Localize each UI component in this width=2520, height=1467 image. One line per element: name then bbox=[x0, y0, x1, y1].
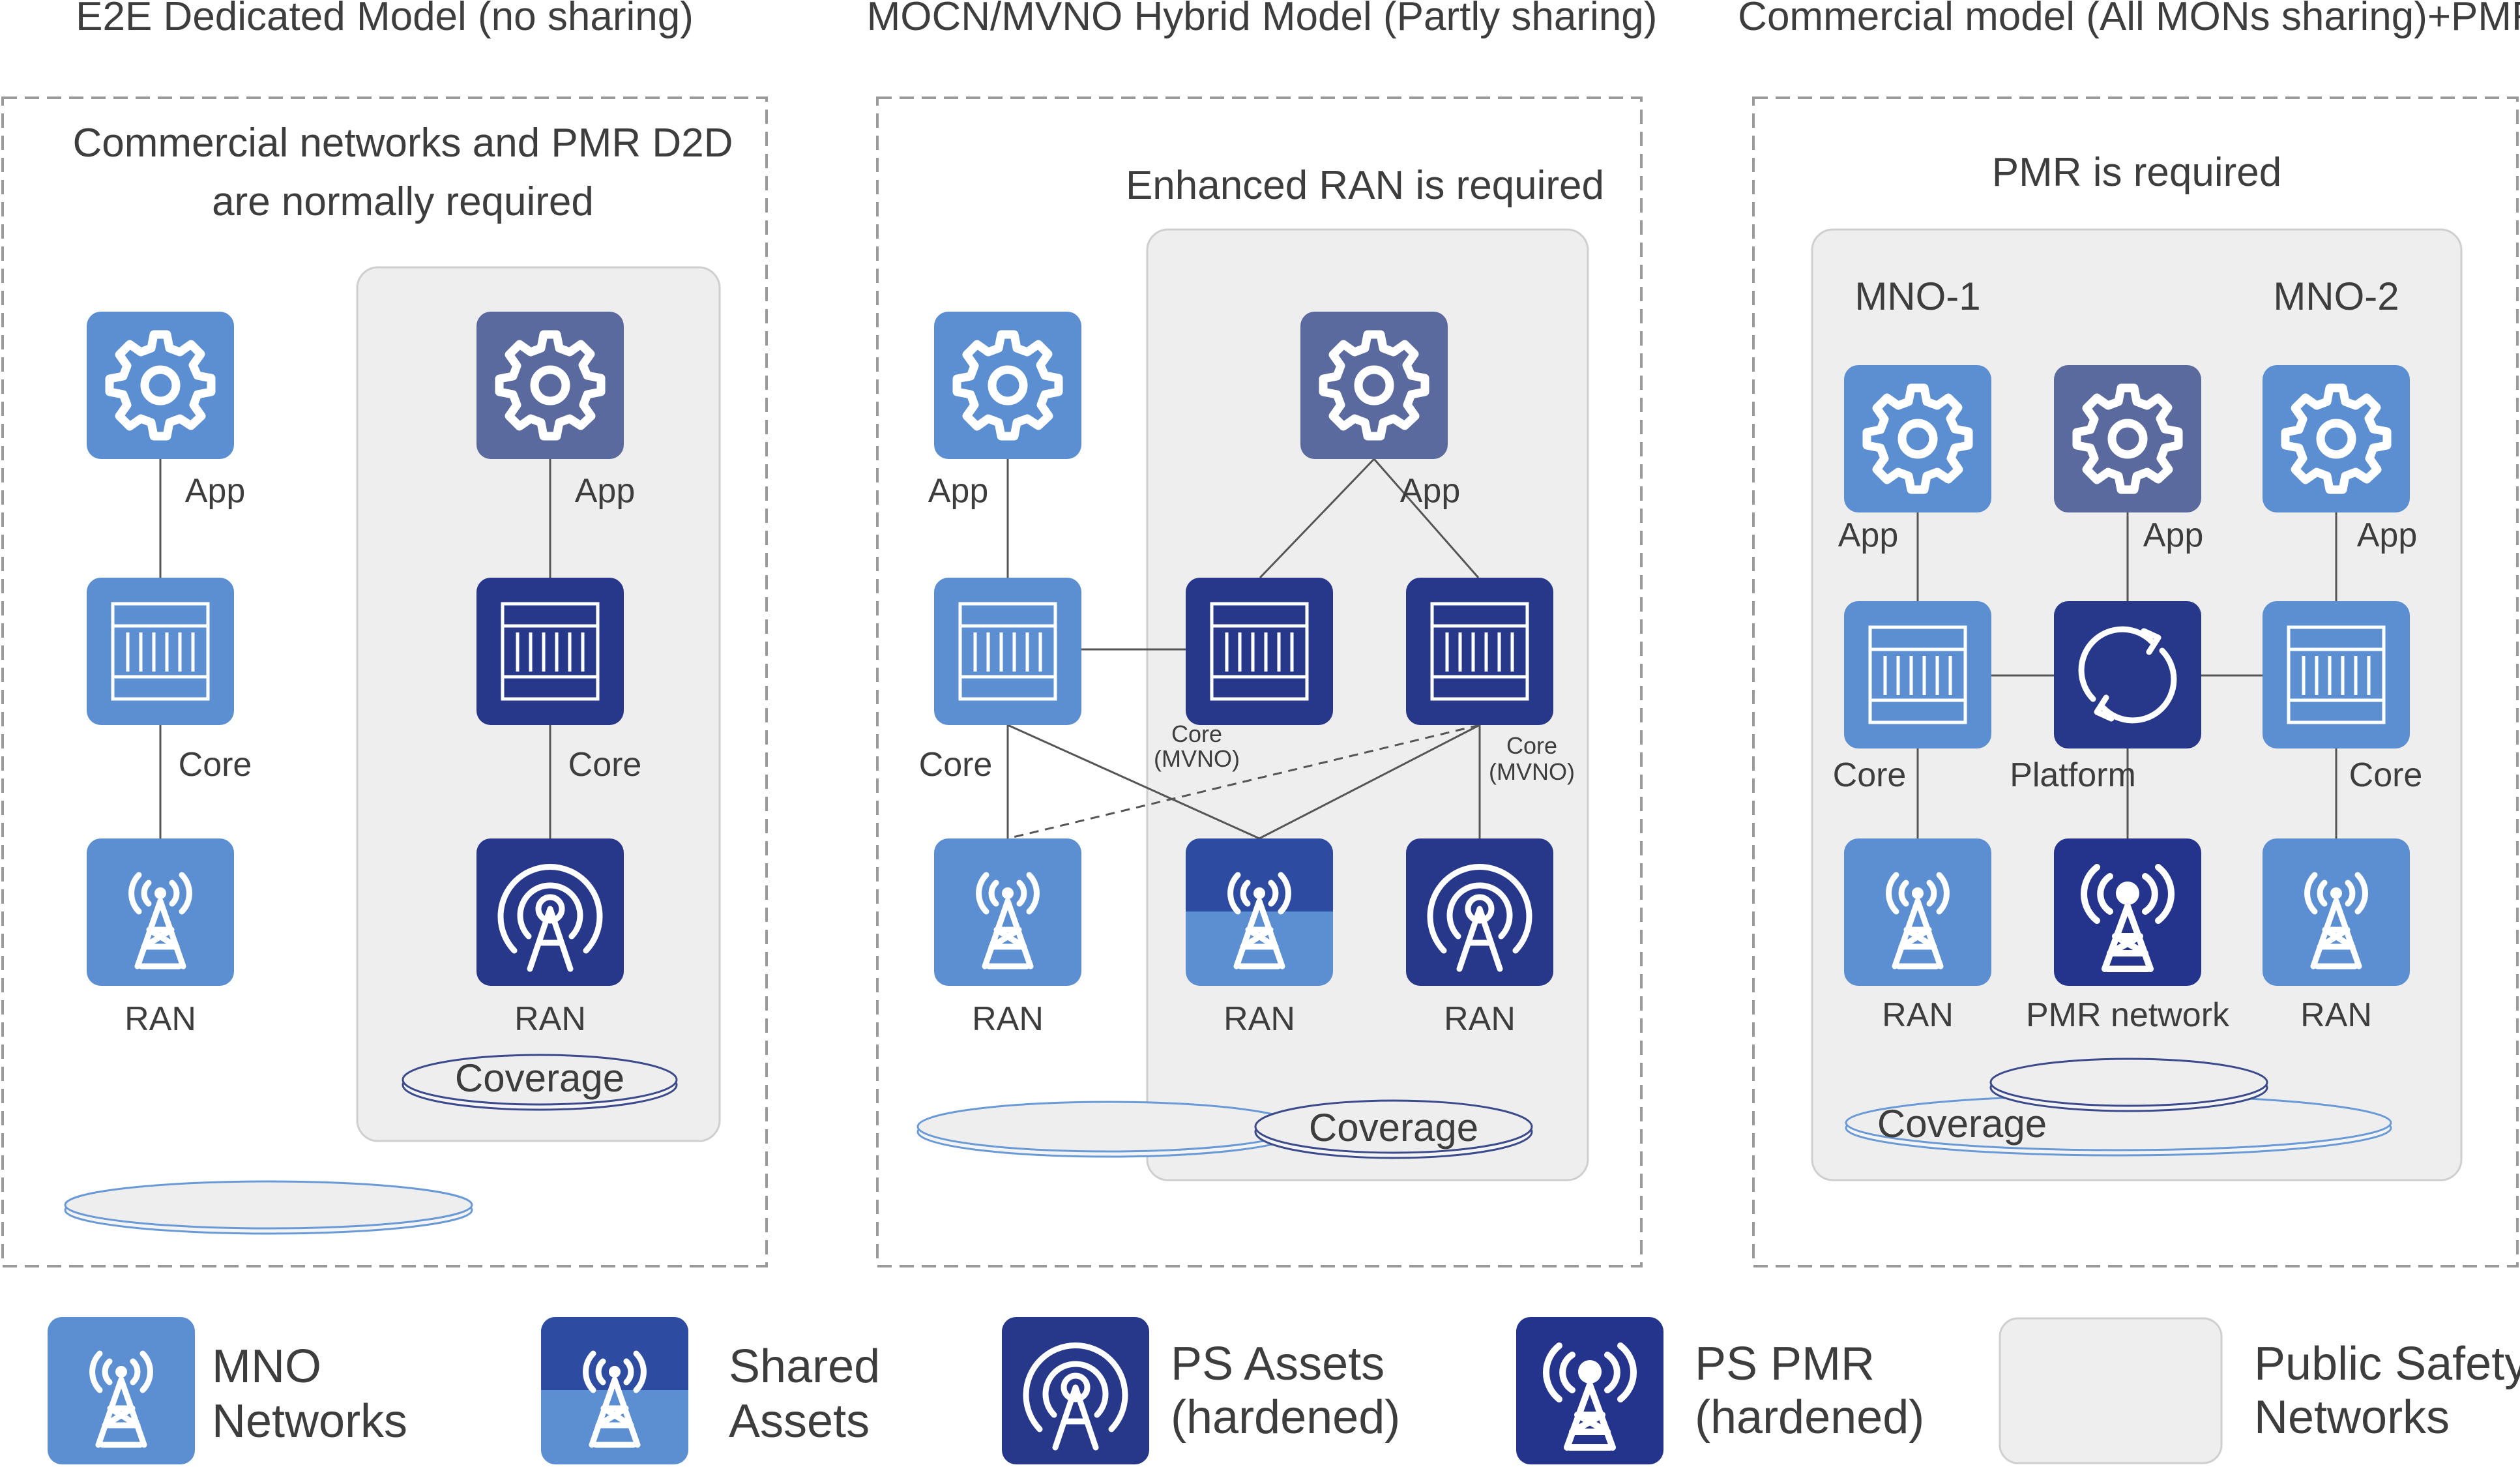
panel-2-ps-app-gear-icon bbox=[1300, 312, 1448, 459]
panel-3-label-core-1: Core bbox=[1833, 756, 1907, 794]
panel-3-label-ps-app: App bbox=[2143, 516, 2204, 554]
legend-shared-assets-icon bbox=[541, 1317, 688, 1464]
panel-1-label-core: Core bbox=[179, 746, 252, 784]
panel-2-label-core-mvno-2: Core bbox=[1506, 732, 1557, 759]
panel-3-pmr-coverage-disc bbox=[1989, 1058, 2268, 1112]
panel-3-label-ran-2: RAN bbox=[2300, 996, 2372, 1034]
panel-2-coverage-label: Coverage bbox=[1309, 1106, 1478, 1149]
panel-2-ps-coverage-disc bbox=[1254, 1099, 1533, 1159]
panel-1-label-ran: RAN bbox=[125, 1000, 196, 1038]
legend-ps-pmr-icon bbox=[1516, 1317, 1663, 1464]
legend-shared-label-1: Shared bbox=[729, 1341, 880, 1393]
panel-2-ps-ran-broadcast-icon bbox=[1406, 838, 1553, 986]
panel-2-frame bbox=[876, 96, 1643, 1267]
panel-3-mno-2-ran-tower-icon bbox=[2263, 838, 2410, 986]
panel-1-title: E2E Dedicated Model (no sharing) bbox=[76, 0, 694, 39]
panel-2-label-shared-ran: RAN bbox=[1223, 1000, 1295, 1038]
panel-3-title: Commercial model (All MONs sharing)+PMR bbox=[1738, 0, 2520, 39]
panel-2-mno-ran-tower-icon bbox=[934, 838, 1081, 986]
panel-2-label-ran: RAN bbox=[972, 1000, 1044, 1038]
panel-1-ps-app-gear-icon bbox=[476, 312, 624, 459]
legend-mno-label-2: Networks bbox=[212, 1395, 407, 1447]
legend-public-safety-label-2: Networks bbox=[2254, 1391, 2450, 1444]
panel-2-label-mvno-2: (MVNO) bbox=[1489, 758, 1575, 785]
panel-2-label-app: App bbox=[928, 472, 989, 510]
panel-3-label-ran-1: RAN bbox=[1882, 996, 1954, 1034]
panel-3-label-pmr-network: PMR network bbox=[2026, 996, 2230, 1034]
panel-3-ps-app-gear-icon bbox=[2054, 365, 2201, 512]
panel-1-coverage-label: Coverage bbox=[455, 1056, 624, 1100]
panel-3-frame bbox=[1752, 96, 2519, 1267]
panel-1-ps-ran-broadcast-icon bbox=[476, 838, 624, 986]
panel-1-frame bbox=[1, 96, 768, 1267]
panel-2-link-mvno2-ranleft bbox=[1007, 724, 1480, 840]
panel-2-mno-app-gear-icon bbox=[934, 312, 1081, 459]
panel-2-label-core-mvno-1: Core bbox=[1171, 720, 1222, 747]
legend-ps-assets-label-1: PS Assets bbox=[1171, 1338, 1385, 1390]
panel-1-mno-ran-tower-icon bbox=[87, 838, 234, 986]
panel-3-mno-1-core-server-icon bbox=[1844, 601, 1991, 748]
panel-3-mno-coverage-disc bbox=[1845, 1094, 2392, 1157]
panel-1-ps-coverage-disc bbox=[402, 1054, 678, 1111]
panel-2-title: MOCN/MVNO Hybrid Model (Partly sharing) bbox=[867, 0, 1658, 39]
panel-2-mno-core-server-icon bbox=[934, 578, 1081, 725]
legend-ps-pmr-label-2: (hardened) bbox=[1695, 1391, 1924, 1444]
panel-2-subtitle: Enhanced RAN is required bbox=[1126, 163, 1604, 208]
panel-2-label-core: Core bbox=[919, 746, 993, 784]
panel-3-mno-2-label: MNO-2 bbox=[2273, 274, 2399, 318]
panel-3-pmr-tower-icon bbox=[2054, 838, 2201, 986]
panel-2-link-core-ranmid bbox=[1007, 724, 1260, 840]
panel-1-label-app: App bbox=[185, 472, 246, 510]
panel-3-platform-sync-icon bbox=[2054, 601, 2201, 748]
panel-3-label-app-1: App bbox=[1838, 516, 1899, 554]
panel-2-link-mvno2-ranmid bbox=[1259, 724, 1480, 840]
panel-2-mvno-core-1-icon bbox=[1186, 578, 1333, 725]
panel-3-mno-1-label: MNO-1 bbox=[1854, 274, 1980, 318]
legend-public-safety-label-1: Public Safety bbox=[2254, 1338, 2520, 1390]
panel-1-label-ps-core: Core bbox=[568, 746, 642, 784]
legend-ps-assets-label-2: (hardened) bbox=[1171, 1391, 1400, 1444]
panel-1-subtitle-line-1: Commercial networks and PMR D2D bbox=[73, 121, 733, 166]
panel-2-link-app-mvno1 bbox=[1259, 458, 1375, 579]
legend-mno-networks-icon bbox=[48, 1317, 195, 1464]
panel-3-label-app-2: App bbox=[2357, 516, 2418, 554]
panel-3-mno-2-core-server-icon bbox=[2263, 601, 2410, 748]
legend-ps-pmr-label-1: PS PMR bbox=[1695, 1338, 1875, 1390]
panel-1-ps-core-server-icon bbox=[476, 578, 624, 725]
panel-3-mno-2-app-gear-icon bbox=[2263, 365, 2410, 512]
panel-1-subtitle-line-2: are normally required bbox=[212, 179, 594, 224]
panel-2-link-app-mvno2 bbox=[1373, 458, 1480, 578]
panel-3-mno-1-ran-tower-icon bbox=[1844, 838, 1991, 986]
legend-public-safety-swatch bbox=[1999, 1317, 2223, 1464]
legend-shared-label-2: Assets bbox=[729, 1395, 870, 1447]
panel-2-label-ps-ran: RAN bbox=[1444, 1000, 1516, 1038]
legend-mno-label-1: MNO bbox=[212, 1341, 321, 1393]
panel-3-subtitle: PMR is required bbox=[1992, 150, 2281, 195]
panel-1-mno-core-server-icon bbox=[87, 578, 234, 725]
panel-2-mvno-core-2-icon bbox=[1406, 578, 1553, 725]
panel-2-label-ps-app: App bbox=[1400, 472, 1461, 510]
panel-2-shared-ran-tower-icon bbox=[1186, 838, 1333, 986]
legend-ps-assets-icon bbox=[1002, 1317, 1149, 1464]
panel-1-label-ps-app: App bbox=[575, 472, 636, 510]
panel-2-label-mvno-1: (MVNO) bbox=[1154, 745, 1240, 772]
panel-3-label-core-2: Core bbox=[2349, 756, 2423, 794]
panel-3-mno-1-app-gear-icon bbox=[1844, 365, 1991, 512]
panel-1-label-ps-ran: RAN bbox=[514, 1000, 586, 1038]
panel-2-mno-coverage-disc bbox=[916, 1101, 1300, 1158]
panel-3-coverage-label: Coverage bbox=[1877, 1102, 2047, 1146]
panel-1-mno-coverage-disc bbox=[64, 1180, 473, 1235]
panel-3-label-platform: Platform bbox=[2010, 756, 2136, 794]
panel-1-mno-app-gear-icon bbox=[87, 312, 234, 459]
